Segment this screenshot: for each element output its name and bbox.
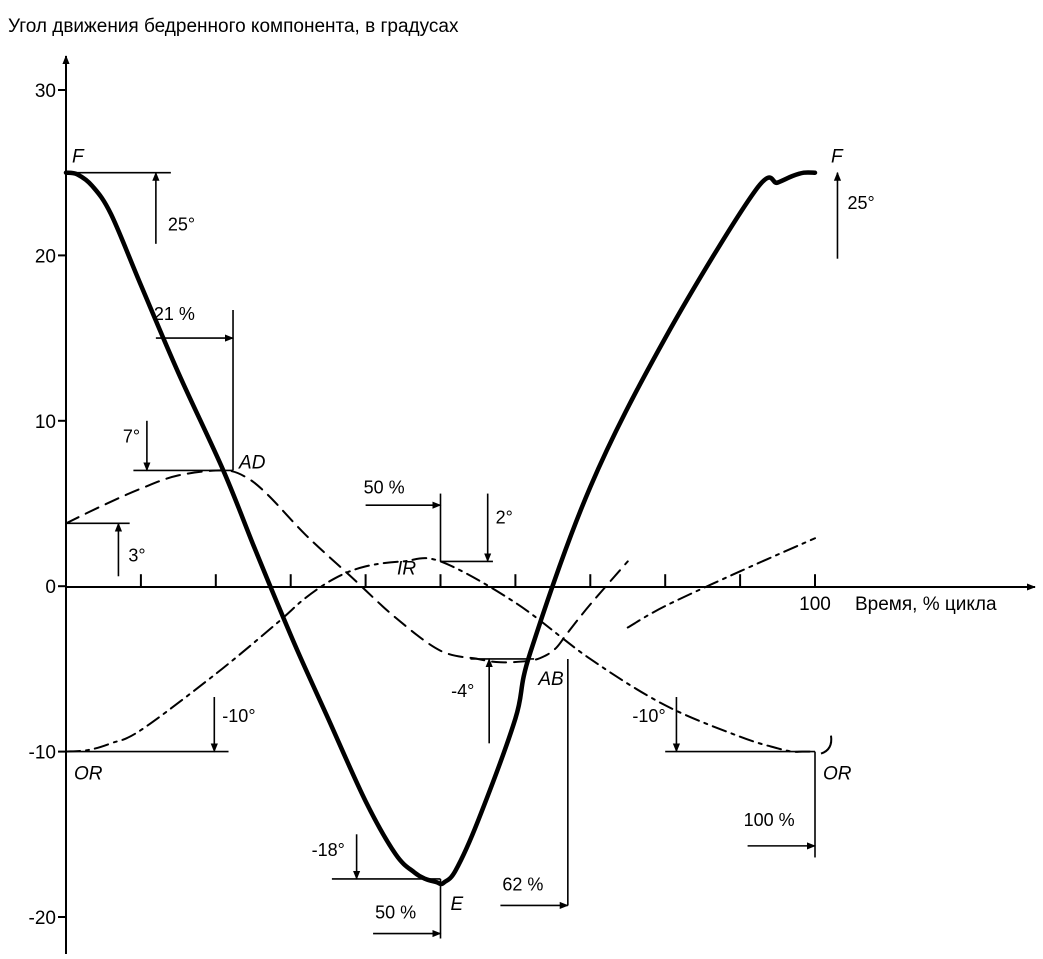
y-tick-label: 20 (35, 246, 56, 267)
series-end-curl (820, 735, 833, 755)
annotation-label: 25° (168, 215, 195, 235)
annotation-label: 25° (847, 193, 874, 213)
annotation-label: 50 % (375, 903, 416, 923)
series-line-bold (63, 170, 818, 887)
y-axis-ticks: 30 20 10 0 -10 -20 (29, 81, 66, 929)
series-layer (63, 170, 833, 887)
annotation-label: -10° (222, 706, 255, 726)
x-axis-ticks: 100 (139, 574, 831, 615)
annotation-label: 50 % (364, 478, 405, 498)
series-line-dashdot (626, 537, 816, 629)
annotation-label: -4° (451, 681, 474, 701)
annotation-label: 21 % (154, 304, 195, 324)
annotation-label: 62 % (502, 875, 543, 895)
point-label: AD (238, 452, 266, 473)
point-label: F (72, 147, 85, 168)
point-label: E (451, 894, 464, 915)
point-label: AB (537, 669, 564, 690)
chart-labels: F F AD IR AB E OR OR 25° 25° 21 % 7° 3° 50 % 2° -4° -10°… (72, 147, 875, 923)
series-line-dashed (65, 469, 629, 664)
annotation-guides (66, 171, 842, 939)
annotation-label: -18° (312, 840, 345, 860)
y-tick-label: 10 (35, 412, 56, 433)
point-label: F (831, 147, 844, 168)
y-tick-label: -10 (29, 743, 56, 764)
y-tick-label: 30 (35, 81, 56, 102)
x-axis-label: Время, % цикла (855, 594, 997, 615)
annotation-label: 2° (496, 507, 513, 527)
series-line-dashdot (65, 557, 816, 753)
annotation-label: -10° (632, 706, 665, 726)
y-axis-label: Угол движения бедренного компонента, в г… (8, 16, 459, 37)
point-label: OR (823, 764, 852, 785)
annotation-label: 7° (123, 426, 140, 446)
y-tick-label: 0 (45, 577, 56, 598)
annotation-label: 100 % (744, 810, 795, 830)
annotation-label: 3° (128, 545, 145, 565)
x-tick-label: 100 (799, 594, 831, 615)
point-label: IR (397, 558, 416, 579)
y-tick-label: -20 (29, 908, 56, 929)
point-label: OR (74, 764, 103, 785)
